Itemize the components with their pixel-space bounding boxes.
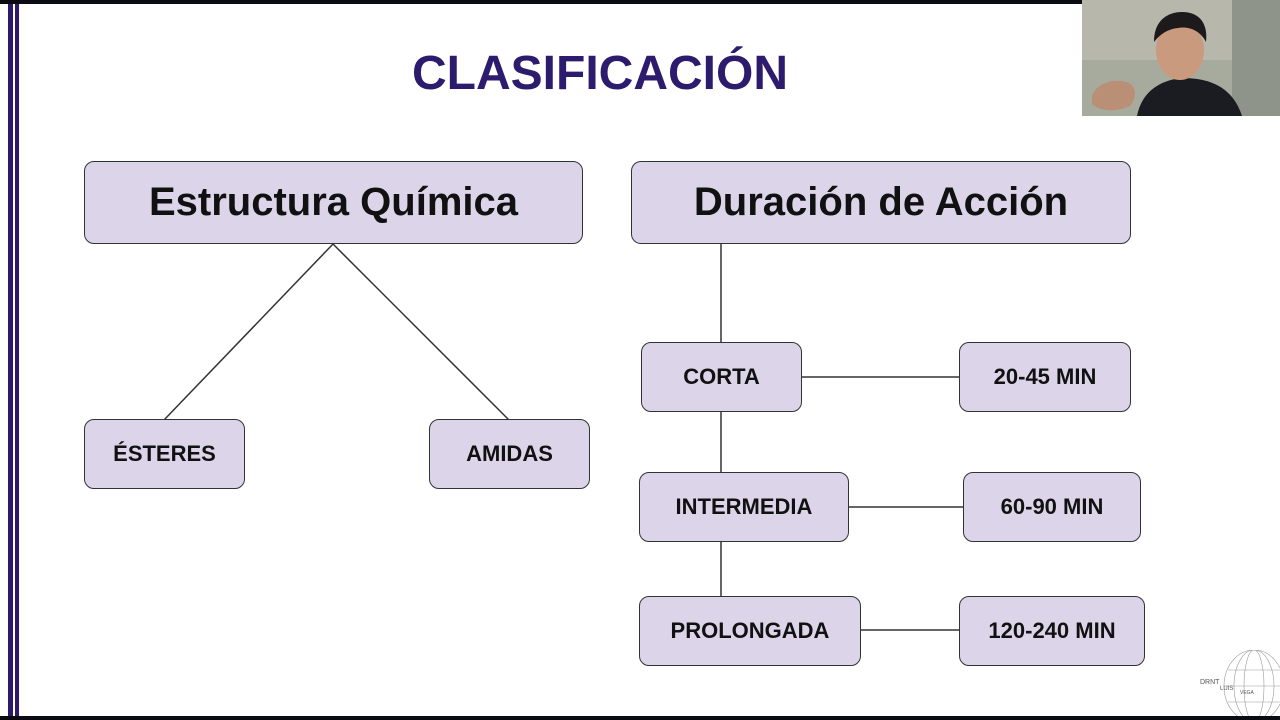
presentation-slide: CLASIFICACIÓN Estructura Química Duració…: [0, 4, 1280, 716]
intermedia-duration-box: 60-90 MIN: [963, 472, 1141, 542]
prolongada-box: PROLONGADA: [639, 596, 861, 666]
presenter-hair: [1154, 12, 1207, 42]
webcam-overlay: [1082, 0, 1280, 116]
watermark-text-2: LUIS: [1220, 686, 1233, 692]
left-accent-bar-inner: [15, 4, 19, 716]
presenter-body: [1137, 78, 1242, 116]
watermark-text-3: VEGA: [1240, 690, 1255, 696]
slide-title: CLASIFICACIÓN: [412, 47, 788, 100]
esteres-box: ÉSTERES: [84, 419, 245, 489]
prolongada-duration-box: 120-240 MIN: [959, 596, 1145, 666]
amidas-box: AMIDAS: [429, 419, 590, 489]
watermark-logo: DRNT LUIS VEGA: [1200, 650, 1280, 716]
presenter-hand: [1092, 80, 1136, 111]
connector-lines: [163, 243, 964, 631]
estructura-quimica-box: Estructura Química: [84, 161, 583, 244]
watermark-text-1: DRNT: [1200, 679, 1220, 686]
intermedia-box: INTERMEDIA: [639, 472, 849, 542]
corta-box: CORTA: [641, 342, 802, 412]
connector-estructura-esteres: [163, 243, 334, 421]
left-accent-bar: [8, 4, 13, 716]
duracion-accion-box: Duración de Acción: [631, 161, 1131, 244]
presenter-face: [1156, 20, 1204, 80]
connector-estructura-amidas: [332, 243, 510, 421]
corta-duration-box: 20-45 MIN: [959, 342, 1131, 412]
